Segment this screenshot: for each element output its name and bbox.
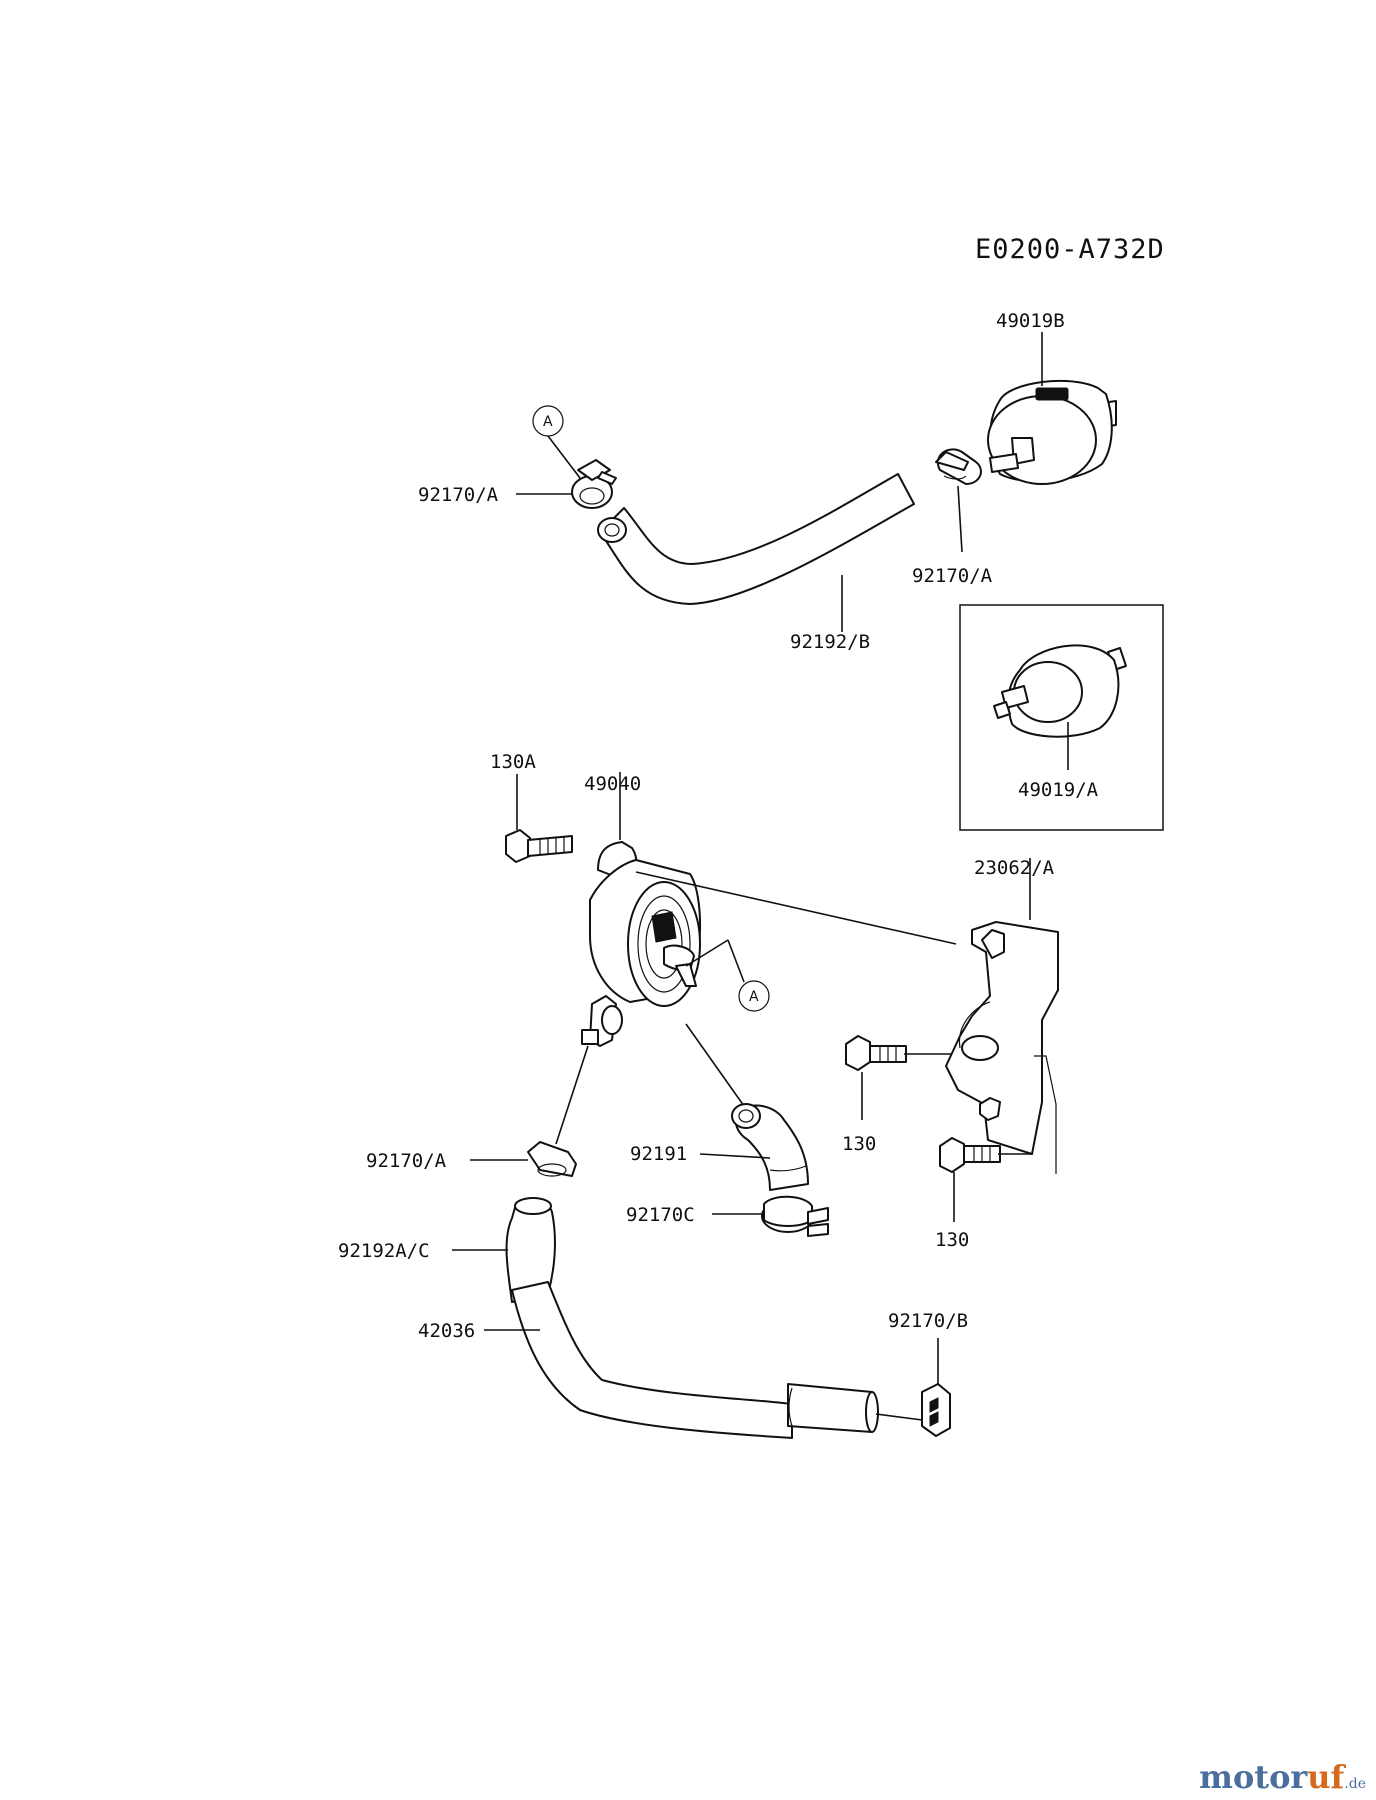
fuel-pump-49040 [581, 841, 701, 1047]
label-92170a-top-right: 92170/A [912, 565, 993, 587]
clamp-92170b [921, 1383, 951, 1437]
clamp-top-left [571, 459, 617, 509]
hose-42036 [511, 1281, 879, 1439]
clamp-top-right [935, 448, 982, 485]
clamp-92170c [761, 1195, 829, 1237]
hose-92192a-c [505, 1197, 556, 1303]
label-130a: 130A [490, 751, 536, 773]
label-130-lower: 130 [935, 1229, 969, 1251]
label-42036: 42036 [418, 1320, 475, 1342]
diagram-code: E0200-A732D [975, 234, 1165, 265]
inset-box [959, 604, 1164, 831]
label-92192a-c: 92192A/C [338, 1240, 430, 1262]
marker-label-top: A [543, 414, 553, 430]
connection-marker-pump [738, 980, 770, 1012]
label-92170c: 92170C [626, 1204, 695, 1226]
watermark-part2: uf [1307, 1758, 1345, 1796]
label-92170a-pump: 92170/A [366, 1150, 447, 1172]
bracket-23062a [945, 921, 1059, 1174]
elbow-hose-92191 [731, 1103, 809, 1191]
bolt-130-lower [939, 1137, 1001, 1173]
connection-marker-top [532, 405, 564, 437]
bolt-130a [505, 829, 573, 863]
fuel-filter-49019a [993, 644, 1127, 738]
label-92170a-top-left: 92170/A [418, 484, 499, 506]
hose-top-92192b [597, 473, 915, 605]
clamp-pump-outlet [527, 1141, 577, 1177]
marker-label-pump: A [749, 989, 759, 1005]
label-49040: 49040 [584, 773, 641, 795]
label-92170b: 92170/B [888, 1310, 968, 1332]
label-49019b: 49019B [996, 310, 1065, 332]
watermark-tld: .de [1344, 1776, 1366, 1792]
label-49019a: 49019/A [1018, 779, 1099, 801]
fuel-filter-49019b [987, 379, 1117, 485]
label-92191: 92191 [630, 1143, 687, 1165]
watermark-logo: motoruf.de [1199, 1758, 1366, 1796]
label-23062a: 23062/A [974, 857, 1055, 879]
bolt-130-upper [845, 1035, 907, 1071]
label-92192b: 92192/B [790, 631, 870, 653]
label-130-upper: 130 [842, 1133, 876, 1155]
watermark-part1: motor [1199, 1758, 1308, 1796]
